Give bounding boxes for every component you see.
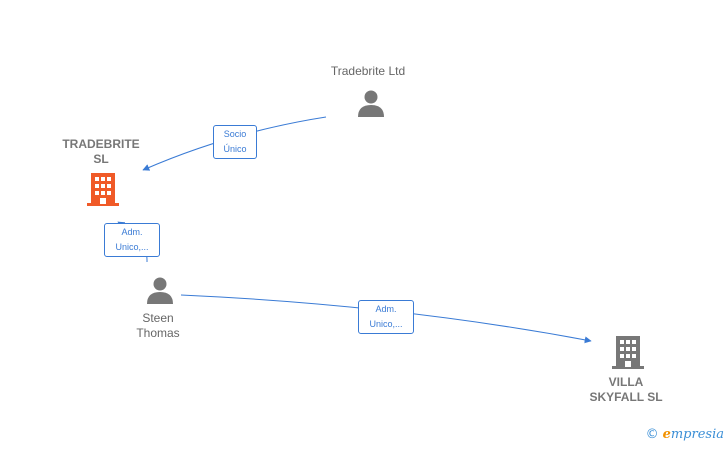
- edge-label-socio-unico[interactable]: Socio Único: [213, 125, 257, 159]
- edge-label-line: Socio: [223, 129, 247, 139]
- node-label-line: SKYFALL SL: [589, 390, 663, 404]
- empresia-logo: ©empresia: [646, 427, 724, 442]
- node-label-line: VILLA: [608, 375, 644, 389]
- node-label-villa-skyfall-sl: VILLA SKYFALL SL: [556, 375, 696, 405]
- edge-label-line: Adm.: [375, 304, 397, 314]
- building-icon: [612, 336, 644, 369]
- node-label-line: TRADEBRITE: [62, 137, 140, 151]
- node-label-tradebrite-ltd: Tradebrite Ltd: [330, 64, 406, 78]
- node-label-steen-thomas: Steen Thomas: [88, 311, 228, 341]
- building-icon: [87, 173, 119, 206]
- node-label-tradebrite-sl: TRADEBRITE SL: [31, 137, 171, 167]
- brand-initial: e: [662, 427, 671, 442]
- edge-label-line: Adm.: [121, 227, 143, 237]
- edge-label-line: Unico,...: [115, 242, 149, 252]
- edge-label-line: Único: [223, 144, 247, 154]
- node-label-line: SL: [93, 152, 109, 166]
- brand-name: mpresia: [670, 427, 724, 442]
- edge-label-line: Unico,...: [369, 319, 403, 329]
- node-label-line: Thomas: [136, 326, 180, 340]
- person-icon: [358, 90, 384, 117]
- node-label-line: Steen: [142, 311, 174, 325]
- edge-label-adm-unico-1[interactable]: Adm. Unico,...: [104, 223, 160, 257]
- edge-label-adm-unico-2[interactable]: Adm. Unico,...: [358, 300, 414, 334]
- person-icon: [147, 277, 173, 304]
- copyright-icon: ©: [645, 427, 659, 442]
